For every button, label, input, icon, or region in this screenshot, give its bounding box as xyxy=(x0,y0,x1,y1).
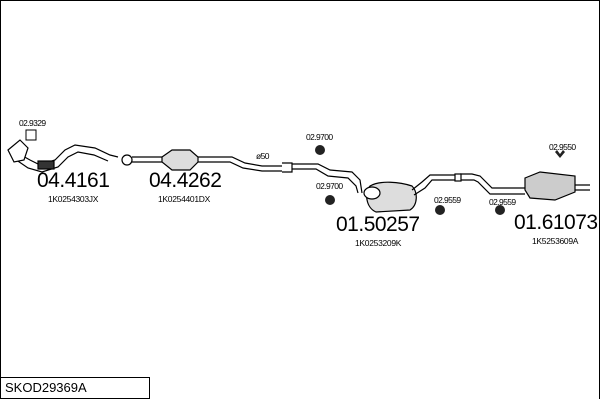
accessory-label: 02.9559 xyxy=(434,195,461,205)
tail-pipe-drawing xyxy=(411,173,525,196)
part-number: 04.4161 xyxy=(37,169,110,192)
clamp-drawing xyxy=(121,154,133,166)
hanger-02-9700-top-drawing xyxy=(315,145,325,155)
flex-joint-drawing xyxy=(37,160,55,170)
middle-pipe-drawing xyxy=(282,162,363,194)
part-number: 01.61073 xyxy=(514,211,598,234)
accessory-label: 02.9700 xyxy=(316,181,343,191)
silencer-inlet-drawing xyxy=(363,186,381,200)
pipe-connector-drawing xyxy=(454,173,462,182)
part-number: 01.50257 xyxy=(336,213,420,236)
accessory-label: 02.9550 xyxy=(549,142,576,152)
oe-number: 1K0253209K xyxy=(355,238,402,248)
hanger-02-9559-left-drawing xyxy=(435,205,445,215)
hanger-02-9700-bottom-drawing xyxy=(325,195,335,205)
front-pipe-drawing xyxy=(11,144,119,173)
part-number: 04.4262 xyxy=(149,169,222,192)
oe-number: 1K0254401DX xyxy=(158,194,210,204)
accessory-label: 02.9700 xyxy=(306,132,333,142)
diagram-code: SKOD29369A xyxy=(0,377,150,399)
oe-number: 1K0254303JX xyxy=(48,194,99,204)
rear-outlet-drawing xyxy=(575,184,590,191)
cat-pipe-drawing xyxy=(132,156,282,172)
oe-number: 1K5253609A xyxy=(532,236,579,246)
catalytic-converter-drawing xyxy=(161,149,199,171)
accessory-label: 02.9559 xyxy=(489,197,516,207)
hanger-02-9559-right-drawing xyxy=(495,205,505,215)
manifold-drawing xyxy=(7,139,29,163)
rear-silencer-drawing xyxy=(524,171,576,201)
accessory-label: 02.9329 xyxy=(19,118,46,128)
pipe-diameter-label: ø50 xyxy=(256,151,269,161)
bracket-02-9550-drawing xyxy=(555,150,565,158)
gasket-02-9329-drawing xyxy=(25,129,37,141)
